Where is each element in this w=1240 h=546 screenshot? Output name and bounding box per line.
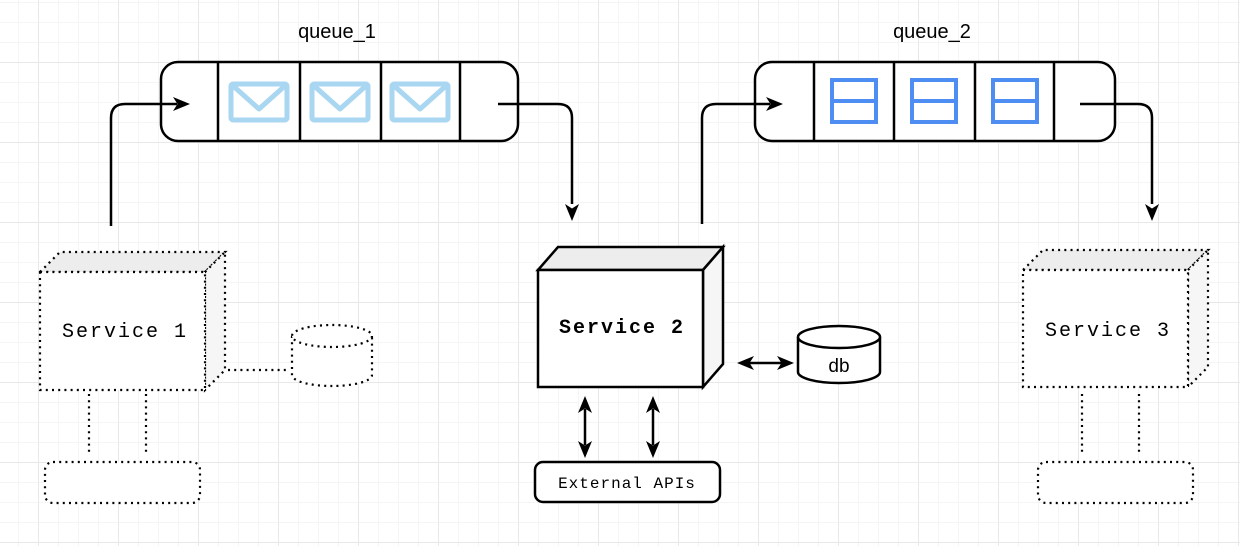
arrow-queue2-to-service3 [1080,102,1159,221]
service-3-box: Service 3 [1020,247,1211,390]
arrowhead-up [646,396,660,413]
service-3-label: Service 3 [1045,320,1171,343]
arrowhead-up [578,396,592,413]
arrow-queue1-to-service2 [498,102,579,221]
cube-front-face [1021,268,1190,389]
queue-2: queue_2 [753,21,1117,143]
queue-1-label: queue_1 [298,21,376,43]
arrowhead-down [1145,204,1159,221]
queue-1: queue_1 [159,21,520,143]
arrowhead-right [173,97,190,111]
cube-top-face [1020,248,1211,272]
cube-top-face [535,245,726,272]
cube-front-face [536,268,705,389]
service-1-box: Service 1 [37,249,228,393]
external-apis-label: External APIs [558,475,696,493]
db-cylinder: db [796,324,882,385]
queue-2-label: queue_2 [893,21,971,43]
cube-front-face [38,270,207,392]
service-3-dependency-box [1036,460,1195,505]
record-icon [991,78,1039,124]
arrowhead-down [578,441,592,458]
service-1-cache-cylinder [290,323,374,388]
service-2-box: Service 2 [535,243,726,391]
envelope-icon [389,81,451,123]
arrow-service2-db [737,356,794,370]
external-apis-box: External APIs [533,460,722,504]
service-1-label: Service 1 [62,321,188,344]
cube-side-face [701,243,725,391]
arrowhead-down [646,441,660,458]
arrow-service2-external-apis [578,396,592,458]
arrow-service2-to-queue2 [700,97,783,224]
cylinder-body [796,337,882,385]
arrowhead-right [777,356,794,370]
cube-side-face [1186,247,1210,390]
service-1-dependency-box [43,460,202,505]
envelope-icon [309,81,371,123]
db-label: db [828,356,849,377]
record-icon [910,78,958,124]
service-2-label: Service 2 [559,317,685,340]
cube-top-face [37,250,228,274]
arrowhead-right [766,97,783,111]
arrow-service2-external-apis [646,396,660,458]
record-icon [830,78,878,124]
envelope-icon [228,81,290,123]
cylinder-body [290,336,374,388]
arrowhead-down [565,204,579,221]
cylinder-top [796,324,882,350]
cube-side-face [203,249,227,393]
arrowhead-left [737,356,754,370]
cylinder-top [290,323,374,349]
queue-1-body [159,60,520,143]
arrow-service1-to-queue1 [109,97,190,226]
external-apis-body [533,460,722,504]
